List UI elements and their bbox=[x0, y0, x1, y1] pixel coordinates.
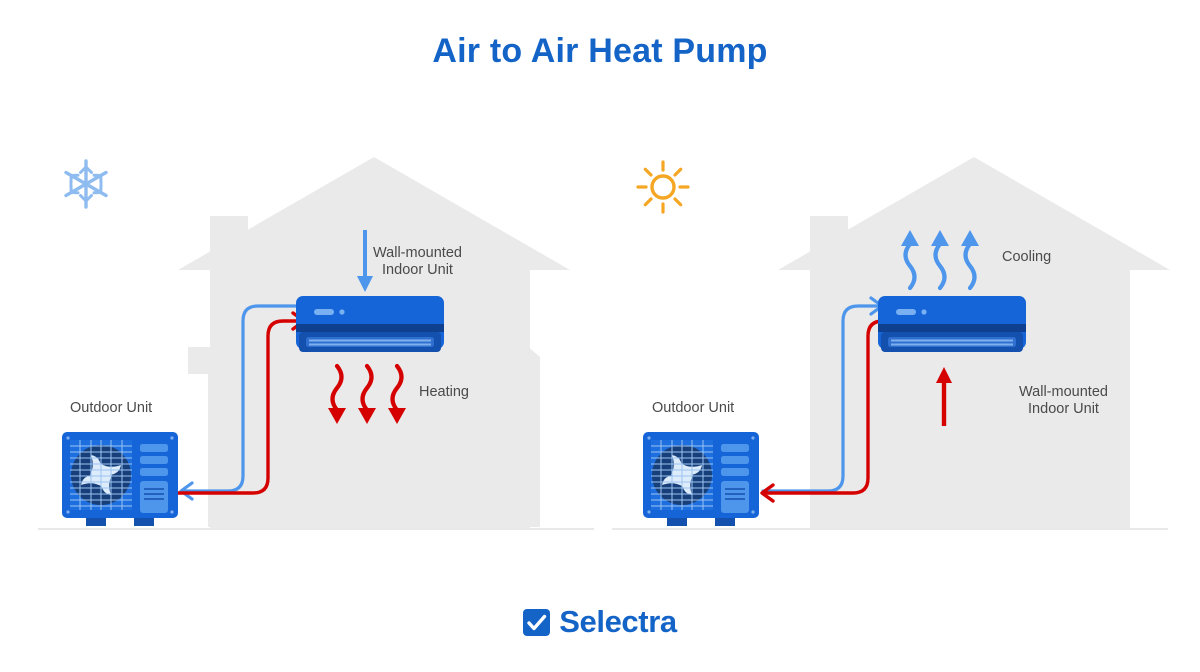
snowflake-icon bbox=[58, 156, 114, 212]
brand-name: Selectra bbox=[559, 604, 677, 639]
page-title: Air to Air Heat Pump bbox=[432, 32, 768, 70]
mode-label-cooling: Cooling bbox=[1002, 249, 1052, 265]
checkbox-check-icon bbox=[523, 608, 551, 636]
indoor-unit-label: Wall-mounted Indoor Unit bbox=[1019, 384, 1108, 417]
ground-line-right bbox=[612, 528, 1168, 530]
outdoor-unit bbox=[58, 432, 182, 530]
outdoor-unit bbox=[639, 432, 763, 530]
panel-cooling: Cooling Wall-mounted Indoor Unit Outdoor… bbox=[600, 0, 1200, 600]
outdoor-unit-label: Outdoor Unit bbox=[70, 400, 153, 416]
brand-logo: Selectra bbox=[0, 604, 1200, 640]
indoor-unit bbox=[296, 296, 444, 358]
indoor-unit-label: Wall-mounted Indoor Unit bbox=[373, 245, 462, 278]
ground-line-left bbox=[38, 528, 594, 530]
outdoor-unit-label: Outdoor Unit bbox=[652, 400, 735, 416]
indoor-unit bbox=[878, 296, 1026, 358]
panel-heating: Wall-mounted Indoor Unit Heating Outdoor… bbox=[0, 0, 600, 600]
sun-icon bbox=[634, 158, 692, 216]
mode-label-heating: Heating bbox=[419, 384, 469, 400]
